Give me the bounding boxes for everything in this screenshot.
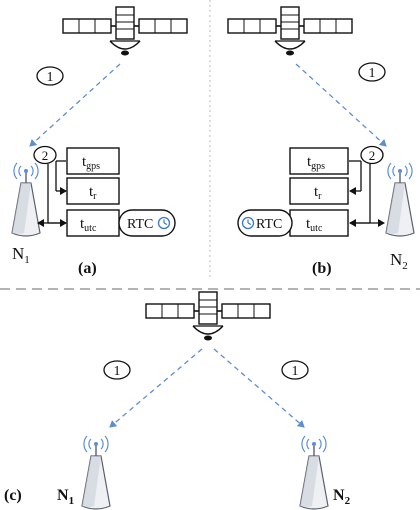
svg-text:1: 1: [114, 364, 121, 379]
node-label-n2: N2: [390, 250, 408, 272]
node-label-n1: N1: [12, 244, 30, 266]
box-tr: tr: [66, 177, 120, 205]
box-tr: tr: [289, 177, 349, 205]
panel-b: 1 N2 2 tgps tr tutc RTC: [227, 6, 415, 277]
antenna-node-icon: [81, 435, 111, 510]
panel-label-c: (c): [4, 487, 22, 504]
svg-text:1: 1: [292, 364, 299, 379]
svg-text:2: 2: [369, 148, 376, 163]
satellite-icon: [145, 291, 271, 342]
satellite-icon: [62, 6, 188, 57]
svg-text:tgps: tgps: [307, 154, 325, 172]
step-1-marker-left: 1: [103, 360, 131, 380]
satellite-icon: [227, 6, 353, 57]
node-label-n1: N1: [57, 487, 74, 507]
panel-a: 1 N1 2 tgps tr tutc RTC: [11, 6, 188, 277]
clock-icon: [241, 216, 255, 230]
box-tgps: tgps: [66, 147, 120, 175]
svg-text:tutc: tutc: [80, 216, 97, 234]
antenna-node-icon: [299, 435, 329, 510]
box-tutc: tutc: [289, 209, 349, 237]
antenna-node-icon: [11, 162, 41, 237]
svg-text:1: 1: [369, 66, 376, 81]
step-1-marker: 1: [358, 62, 386, 82]
clock-icon: [157, 216, 171, 230]
svg-text:2: 2: [42, 148, 49, 163]
step-1-marker: 1: [36, 66, 64, 86]
svg-text:tr: tr: [89, 184, 97, 202]
signal-path-b: [295, 63, 387, 147]
svg-text:RTC: RTC: [127, 217, 153, 232]
signal-path-c-right: [213, 348, 305, 428]
signal-path-c-left: [109, 348, 203, 428]
svg-text:tutc: tutc: [306, 216, 323, 234]
step-2-marker: 2: [360, 145, 384, 165]
svg-text:RTC: RTC: [256, 217, 282, 232]
step-1-marker-right: 1: [281, 360, 309, 380]
box-tutc: tutc: [66, 209, 120, 237]
box-tgps: tgps: [289, 147, 349, 175]
svg-text:tgps: tgps: [82, 154, 100, 172]
node-label-n2: N2: [333, 487, 351, 507]
rtc-clock-box: RTC: [237, 209, 293, 237]
panel-label-a: (a): [78, 260, 97, 277]
panel-c: 1 1 (c) N1 N2: [4, 291, 351, 510]
rtc-clock-box: RTC: [118, 209, 176, 237]
svg-text:1: 1: [47, 70, 54, 85]
signal-path-a: [29, 63, 121, 147]
panel-label-b: (b): [312, 260, 332, 277]
svg-text:tr: tr: [314, 184, 322, 202]
antenna-node-icon: [385, 162, 415, 237]
step-2-marker: 2: [33, 145, 57, 165]
